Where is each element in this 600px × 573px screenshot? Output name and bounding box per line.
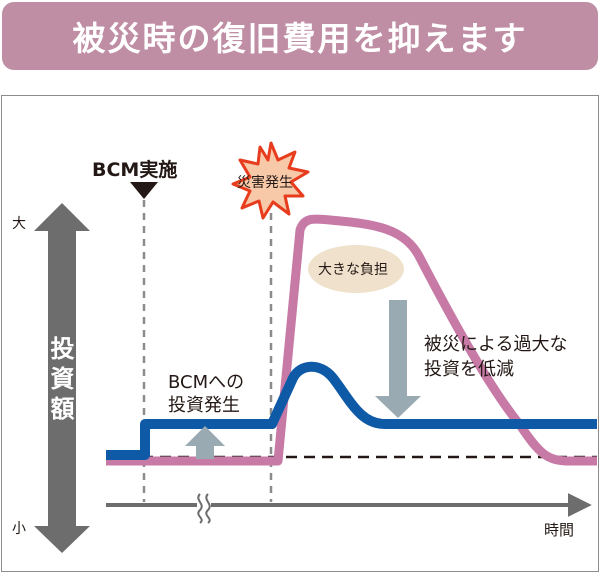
x-axis-label: 時間: [544, 521, 575, 539]
y-axis-arrow: [34, 203, 90, 553]
blue-cost-curve: [106, 361, 597, 460]
bcm-event-label: BCM実施: [92, 159, 178, 181]
title-banner: 被災時の復旧費用を抑えます: [2, 2, 598, 70]
burden-bubble: [308, 245, 404, 293]
y-axis-low-label: 小: [12, 521, 26, 537]
y-axis-high-label: 大: [12, 216, 26, 232]
bcm-marker-triangle: [130, 182, 158, 199]
disaster-event-label: 災害発生: [237, 175, 293, 191]
reduction-arrow: [375, 300, 421, 418]
bcm-investment-label-1: BCMへの: [168, 372, 245, 393]
y-axis-label: 投資額: [46, 336, 74, 426]
reduction-label-2: 投資を低減: [424, 359, 514, 380]
reduction-label-1: 被災による過大な: [424, 334, 568, 355]
big-burden-label: 大きな負担: [318, 262, 388, 278]
pink-cost-curve: [106, 214, 597, 466]
bcm-investment-label-2: 投資発生: [168, 395, 240, 416]
title-text: 被災時の復旧費用を抑えます: [72, 19, 528, 58]
bcm-investment-arrow: [185, 426, 225, 459]
time-axis: [106, 493, 592, 524]
disaster-burst-icon: [231, 141, 310, 220]
